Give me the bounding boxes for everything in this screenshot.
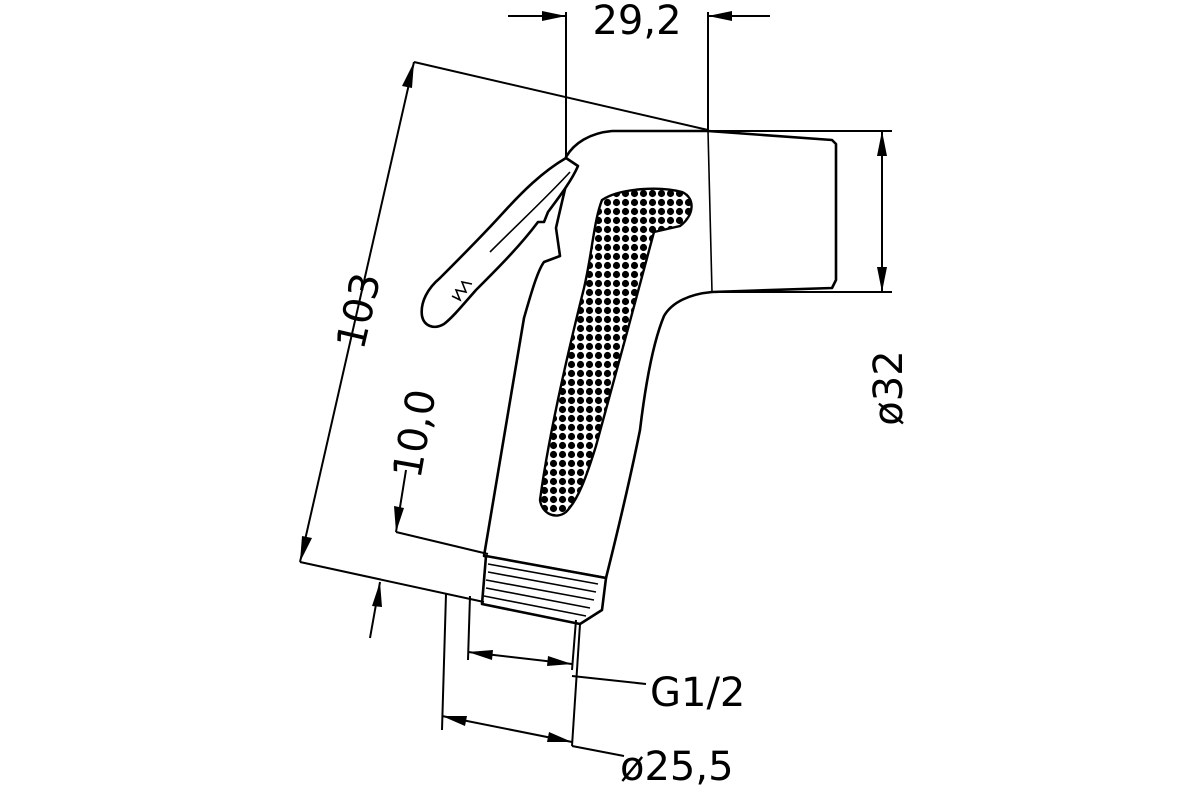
dimension-label-base-diameter: ø25,5 <box>620 744 734 790</box>
dimension-base-diameter: ø25,5 <box>441 593 734 790</box>
nozzle-edge <box>707 130 713 293</box>
dimension-head-diameter: ø32 <box>708 130 912 426</box>
dimension-label-thread-size: G1/2 <box>650 670 745 716</box>
trigger-notch <box>451 280 473 302</box>
dimension-label-thread-offset: 10,0 <box>385 386 446 482</box>
dimension-label-top-width: 29,2 <box>592 0 681 44</box>
grip-texture <box>538 187 693 517</box>
trigger-inner-line <box>489 171 571 253</box>
dimension-top-width: 29,2 <box>508 0 770 156</box>
dimension-label-head-diameter: ø32 <box>866 350 912 425</box>
thread-fitting <box>480 554 608 626</box>
dimension-label-total-height: 103 <box>328 269 390 354</box>
dimension-thread-size: G1/2 <box>467 595 745 716</box>
